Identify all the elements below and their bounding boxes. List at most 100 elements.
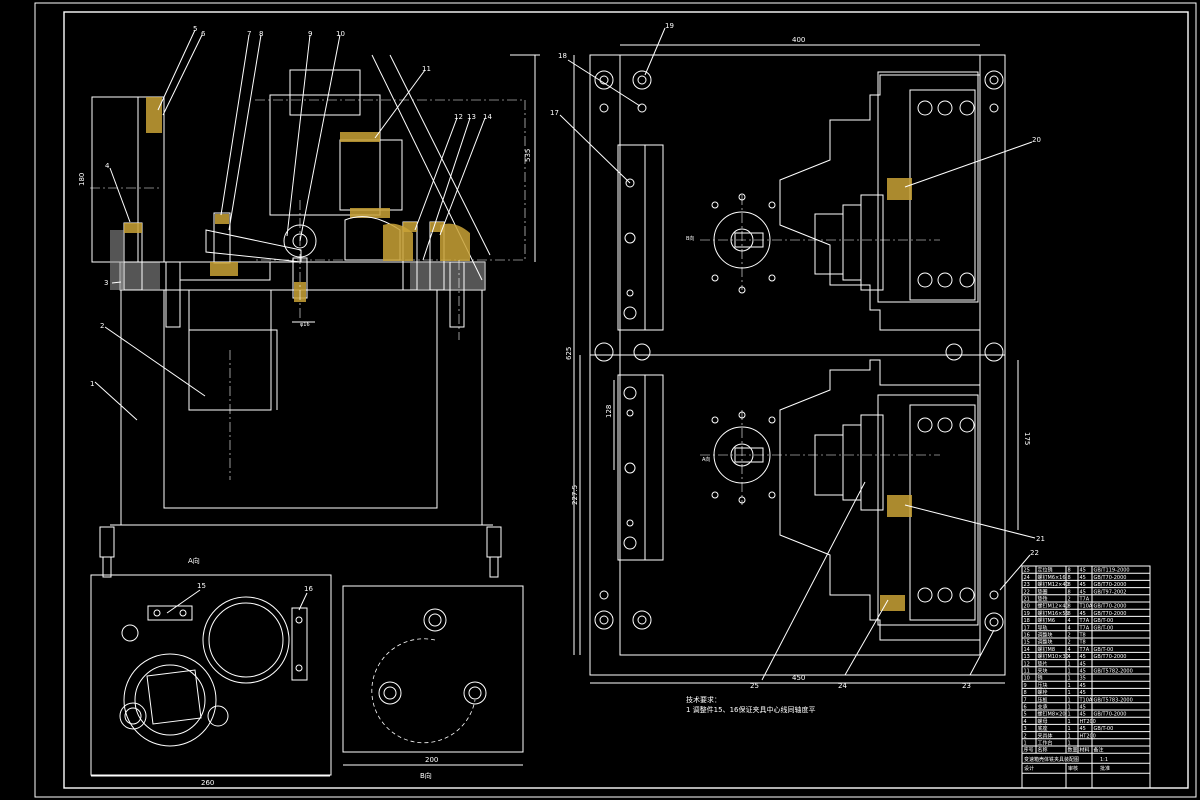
- bom-cell-std: GB/T-00: [1094, 726, 1114, 732]
- bom-cell-no: 7: [1024, 697, 1027, 703]
- bom-cell-name: 夹块: [1038, 668, 1048, 675]
- plan-view: [589, 54, 1006, 676]
- bom-cell-mat: 45: [1080, 589, 1086, 595]
- balloon-15: 15: [197, 582, 206, 590]
- balloon-23: 23: [962, 682, 971, 690]
- bom-cell-name: 工作台: [1038, 740, 1053, 747]
- title-text: 变速箱壳体铣夹具装配图: [1024, 756, 1079, 763]
- bom-cell-std: GB/T70-2000: [1094, 575, 1127, 581]
- bom-cell-qty: 4: [1068, 618, 1071, 624]
- front-dimensions: 180 535 φ16: [78, 54, 540, 328]
- bom-cell-mat: T10A: [1079, 697, 1093, 703]
- dim-plan-top: 400: [792, 36, 805, 44]
- balloon-6: 6: [201, 30, 206, 38]
- bom-cell-mat: 45: [1080, 683, 1086, 689]
- bom-cell-std: GB/T119-2000: [1094, 568, 1130, 574]
- bom-cell-name: 销: [1038, 675, 1043, 682]
- bom-cell-qty: 8: [1068, 575, 1071, 581]
- bom-cell-name: 底座: [1038, 725, 1048, 732]
- tech-notes-line1: 1 调整件15、16保证夹具中心线同轴度平: [686, 705, 816, 714]
- bom-cell-mat: T7A: [1079, 597, 1090, 603]
- bom-cell-std: GB/T70-2000: [1094, 604, 1127, 610]
- plan-dimensions: [573, 44, 1019, 684]
- bom-cell-qty: 1: [1068, 697, 1071, 703]
- bom-cell-std: GB/T70-2000: [1094, 654, 1127, 660]
- bom-cell-qty: 8: [1068, 604, 1071, 610]
- balloon-2: 2: [100, 322, 104, 330]
- detail-b-view: [342, 585, 524, 766]
- bom-cell-mat: 45: [1080, 654, 1086, 660]
- dim-front-overall: 535: [524, 149, 532, 162]
- bom-cell-qty: 2: [1068, 633, 1071, 639]
- bom-cell-mat: T7A: [1079, 618, 1090, 624]
- bom-cell-qty: 4: [1068, 654, 1071, 660]
- bom-cell-qty: 1: [1068, 683, 1071, 689]
- bom-cell-qty: 1: [1068, 712, 1071, 718]
- bom-cell-mat: 45: [1080, 705, 1086, 711]
- bom-cell-std: GB/T-00: [1094, 625, 1114, 631]
- bom-cell-qty: 4: [1068, 625, 1071, 631]
- bom-cell-name: 垫圈: [1038, 588, 1048, 595]
- balloon-24: 24: [838, 682, 847, 690]
- balloon-17: 17: [550, 109, 559, 117]
- bom-cell-qty: 1: [1068, 676, 1071, 682]
- bom-cell-no: 14: [1024, 647, 1030, 653]
- bom-header-mat: 材料: [1080, 747, 1090, 754]
- bom-cell-no: 21: [1024, 597, 1030, 603]
- bom-cell-mat: T7A: [1079, 647, 1090, 653]
- bom-header-name: 名称: [1038, 747, 1048, 754]
- bom-cell-name: 螺钉M8×20: [1038, 711, 1066, 718]
- balloon-11: 11: [422, 65, 431, 73]
- bom-cell-no: 15: [1024, 640, 1030, 646]
- bom-cell-qty: 8: [1068, 568, 1071, 574]
- bom-cell-no: 20: [1024, 604, 1030, 610]
- bom-cell-name: 螺钉M6×16: [1038, 574, 1066, 581]
- balloon-18: 18: [558, 52, 567, 60]
- bom-cell-mat: 35: [1080, 676, 1086, 682]
- bom-cell-std: GB/T70-2000: [1094, 582, 1127, 588]
- bom-cell-name: 螺钉M6: [1038, 617, 1056, 624]
- front-leaders: [94, 29, 486, 421]
- bom-cell-qty: 1: [1068, 705, 1071, 711]
- bom-cell-no: 17: [1024, 625, 1030, 631]
- bom-cell-name: 压板: [1038, 696, 1048, 703]
- balloon-8: 8: [259, 30, 263, 38]
- balloon-4: 4: [105, 162, 110, 170]
- bom-cell-name: 压块: [1038, 682, 1048, 689]
- bom-cell-mat: T8: [1079, 633, 1086, 639]
- bom-cell-no: 25: [1024, 568, 1030, 574]
- bom-cell-no: 13: [1024, 654, 1030, 660]
- front-elevation-view: [90, 54, 526, 578]
- bom-cell-name: 调整块: [1038, 639, 1053, 646]
- balloon-21: 21: [1036, 535, 1045, 543]
- tech-notes-heading: 技术要求：: [686, 695, 721, 704]
- bom-cell-no: 4: [1024, 719, 1027, 725]
- bom-cell-name: 垫铁: [1038, 596, 1048, 603]
- view-a-label: A向: [188, 556, 200, 565]
- balloon-1: 1: [90, 380, 94, 388]
- bom-cell-name: 垫片: [1038, 660, 1048, 667]
- bom-cell-name: 螺母: [1038, 718, 1048, 725]
- bom-cell-no: 2: [1024, 733, 1027, 739]
- balloon-14: 14: [483, 113, 492, 121]
- bom-cell-no: 19: [1024, 611, 1030, 617]
- bom-cell-mat: 45: [1080, 669, 1086, 675]
- dim-detail-a: 260: [201, 779, 214, 787]
- balloon-20: 20: [1032, 136, 1041, 144]
- bom-cell-qty: 8: [1068, 582, 1071, 588]
- bom-cell-no: 1: [1024, 741, 1027, 747]
- bom-cell-qty: 2: [1068, 640, 1071, 646]
- bom-cell-qty: 8: [1068, 611, 1071, 617]
- bom-cell-qty: 1: [1068, 726, 1071, 732]
- balloon-22: 22: [1030, 549, 1039, 557]
- bom-cell-no: 12: [1024, 661, 1030, 667]
- dim-plan-bottom: 450: [792, 674, 805, 682]
- bom-cell-mat: HT200: [1080, 733, 1096, 739]
- view-b-label: B向: [420, 771, 432, 780]
- bom-cell-name: 夹具体: [1038, 732, 1053, 739]
- bom-cell-qty: 1: [1068, 690, 1071, 696]
- bom-cell-name: 螺钉M10×30: [1038, 653, 1069, 660]
- bom-cell-mat: 45: [1080, 726, 1086, 732]
